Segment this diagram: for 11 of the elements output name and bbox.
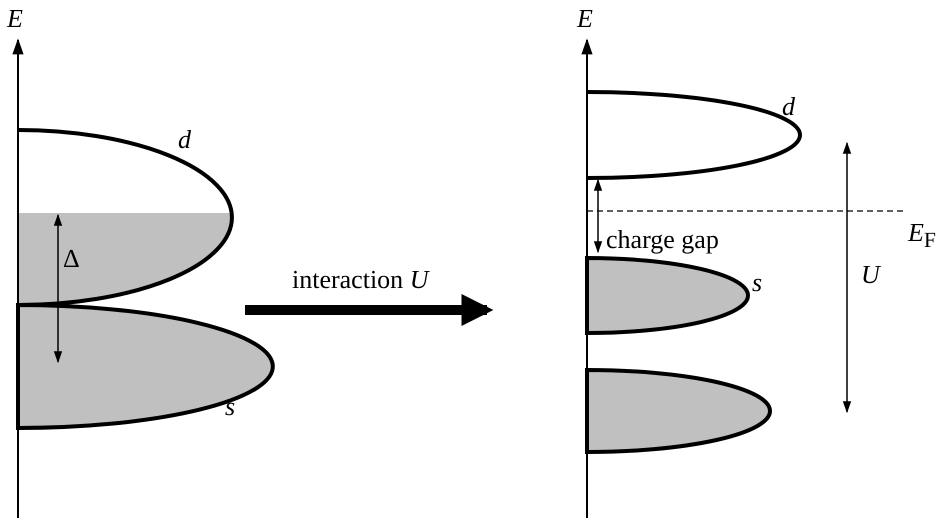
axis-label: E (577, 4, 593, 34)
band-label: s (225, 392, 236, 422)
arrow-label: interaction U (292, 265, 428, 295)
axis-label: E (7, 4, 23, 34)
gap-label: charge gap (606, 225, 719, 255)
band-label: s (752, 268, 762, 298)
fermi-level-label: E$_{F}$ (908, 218, 936, 254)
band-label: d (782, 92, 795, 122)
dimension-label: Δ (63, 244, 80, 274)
band-label: d (178, 125, 191, 155)
dimension-label: U (861, 260, 880, 290)
